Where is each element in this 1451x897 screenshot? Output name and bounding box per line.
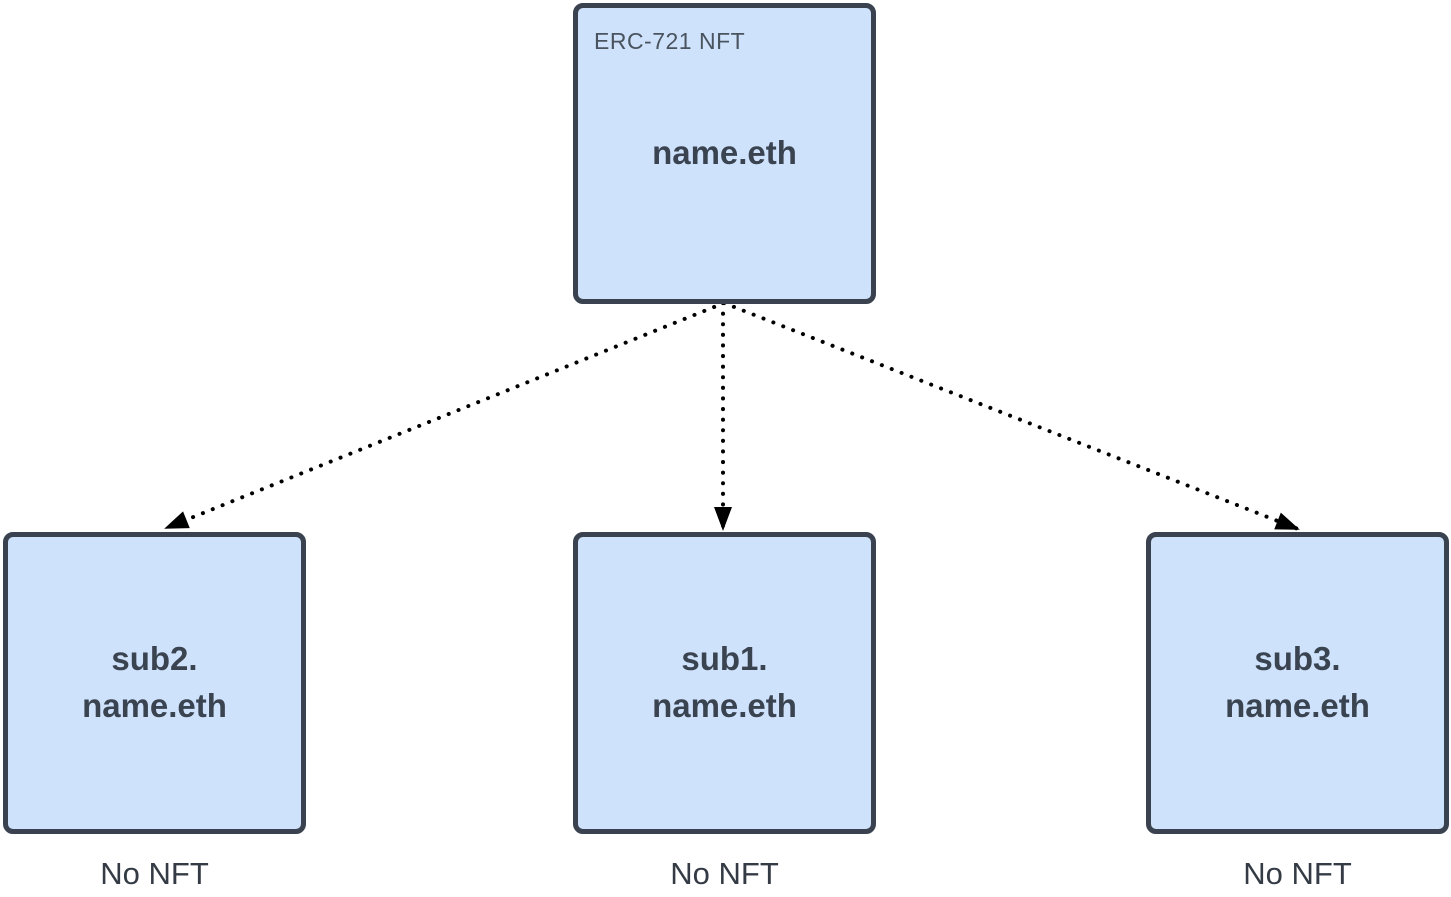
node-name-line1: sub3. [1254, 640, 1341, 678]
node-name-label: sub1. name.eth [652, 636, 797, 730]
node-name-line2: name.eth [82, 687, 227, 724]
caption-no-nft-sub2: No NFT [100, 856, 209, 891]
node-name-line1: sub1. [681, 640, 768, 678]
node-name-line1: sub2. [111, 640, 198, 678]
node-type-label: ERC-721 NFT [594, 28, 746, 54]
caption-no-nft-sub3: No NFT [1243, 856, 1352, 891]
node-name-line2: name.eth [652, 687, 797, 724]
edge-root-to-sub3 [722, 301, 1300, 531]
node-name-label: sub3. name.eth [1225, 636, 1370, 730]
node-name-eth: ERC-721 NFT name.eth [573, 3, 876, 304]
node-name-label: sub2. name.eth [82, 636, 227, 730]
node-sub3-name-eth: sub3. name.eth [1146, 532, 1449, 834]
node-sub2-name-eth: sub2. name.eth [3, 532, 306, 834]
node-name-label: name.eth [652, 134, 797, 172]
edge-root-to-sub2 [164, 301, 726, 530]
caption-no-nft-sub1: No NFT [670, 856, 779, 891]
node-name-line2: name.eth [1225, 687, 1370, 724]
node-sub1-name-eth: sub1. name.eth [573, 532, 876, 834]
